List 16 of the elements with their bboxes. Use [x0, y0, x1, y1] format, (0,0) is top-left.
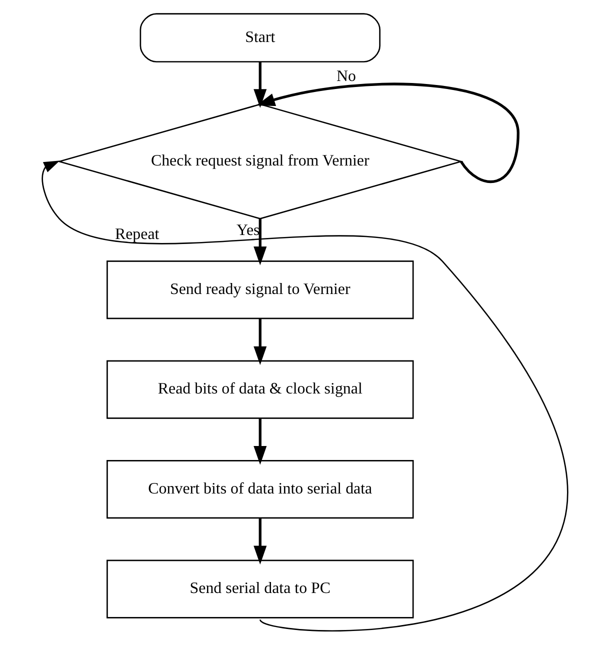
node-box: Convert bits of data into serial data — [106, 460, 414, 519]
node-box: Send ready signal to Vernier — [106, 260, 414, 320]
node-box: Start — [140, 13, 380, 62]
edge-label: Yes — [236, 222, 260, 240]
edge-label: Repeat — [114, 226, 160, 244]
arrow — [254, 62, 267, 108]
arrow — [42, 160, 568, 632]
node-box: Read bits of data & clock signal — [106, 360, 414, 419]
edge-label: No — [336, 68, 356, 86]
arrow — [254, 418, 267, 465]
arrow — [256, 82, 520, 183]
arrow — [254, 219, 267, 266]
arrow — [254, 518, 267, 564]
node-box: Send serial data to PC — [106, 560, 414, 618]
arrow — [254, 318, 267, 365]
node-diamond: Check request signal from Vernier — [56, 104, 464, 220]
